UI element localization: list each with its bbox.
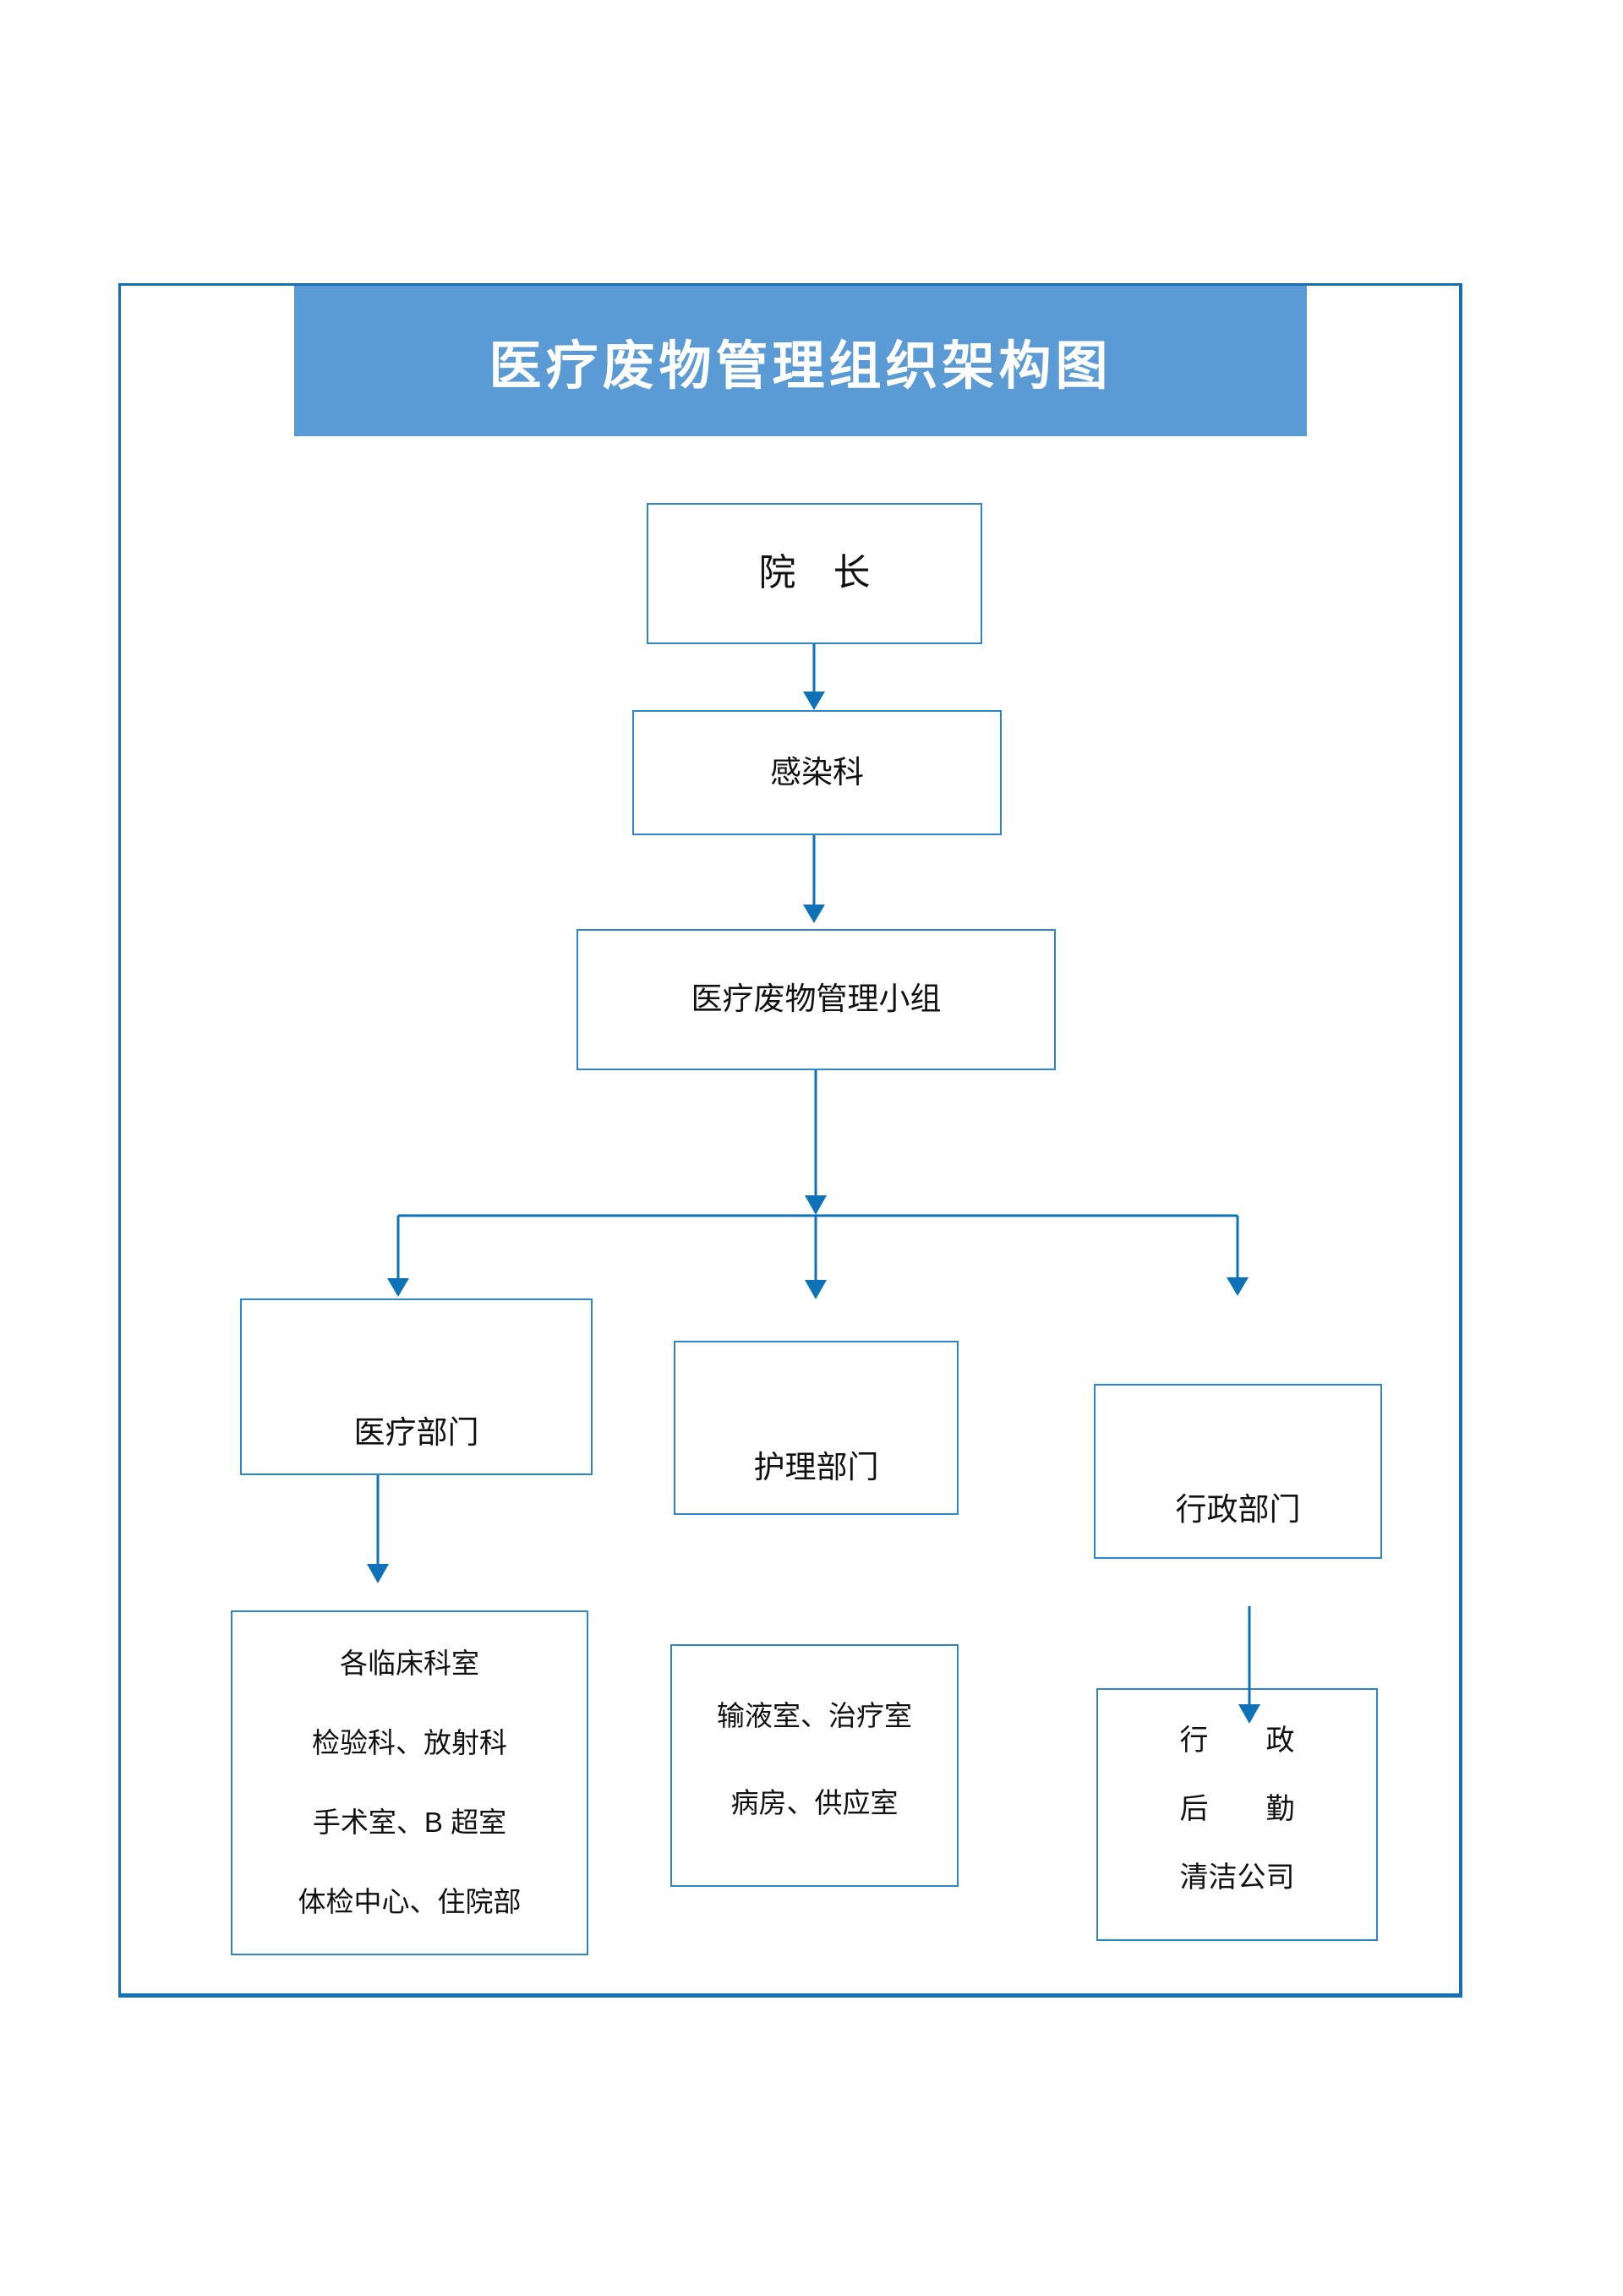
node-nursing-dept: 护理部门 (674, 1341, 959, 1515)
clinical-line-2: 检验科、放射科 (312, 1727, 507, 1759)
node-waste-management-group: 医疗废物管理小组 (577, 929, 1056, 1070)
node-director: 院 长 (647, 503, 982, 644)
node-clinical-departments: 各临床科室 检验科、放射科 手术室、B 超室 体检中心、住院部 (231, 1610, 588, 1955)
node-admin-dept: 行政部门 (1094, 1384, 1382, 1559)
node-medical-label: 医疗部门 (353, 1414, 479, 1450)
chart-title-banner: 医疗废物管理组织架构图 (294, 286, 1307, 436)
clinical-line-4: 体检中心、住院部 (298, 1886, 522, 1918)
admin-sub-line-3: 清洁公司 (1179, 1861, 1295, 1894)
nursing-sub-line-2: 病房、供应室 (730, 1787, 899, 1819)
nursing-sub-line-1: 输液室、治疗室 (717, 1700, 912, 1732)
node-waste-group-label: 医疗废物管理小组 (691, 981, 942, 1017)
outer-frame (118, 283, 1462, 1998)
chart-title: 医疗废物管理组织架构图 (489, 337, 1112, 396)
node-infection-label: 感染科 (770, 754, 864, 790)
clinical-line-3: 手术室、B 超室 (312, 1807, 507, 1839)
node-nursing-label: 护理部门 (753, 1449, 879, 1484)
clinical-line-1: 各临床科室 (340, 1648, 479, 1680)
admin-sub-line-1: 行 政 (1179, 1725, 1295, 1758)
node-director-label: 院 长 (758, 552, 871, 594)
node-infection-dept: 感染科 (632, 710, 1002, 835)
node-admin-label: 行政部门 (1175, 1491, 1301, 1527)
node-nursing-units: 输液室、治疗室 病房、供应室 (670, 1644, 959, 1887)
node-medical-dept: 医疗部门 (240, 1298, 593, 1475)
admin-sub-line-2: 后 勤 (1179, 1793, 1295, 1826)
node-admin-logistics-cleaning: 行 政 后 勤 清洁公司 (1096, 1688, 1378, 1941)
